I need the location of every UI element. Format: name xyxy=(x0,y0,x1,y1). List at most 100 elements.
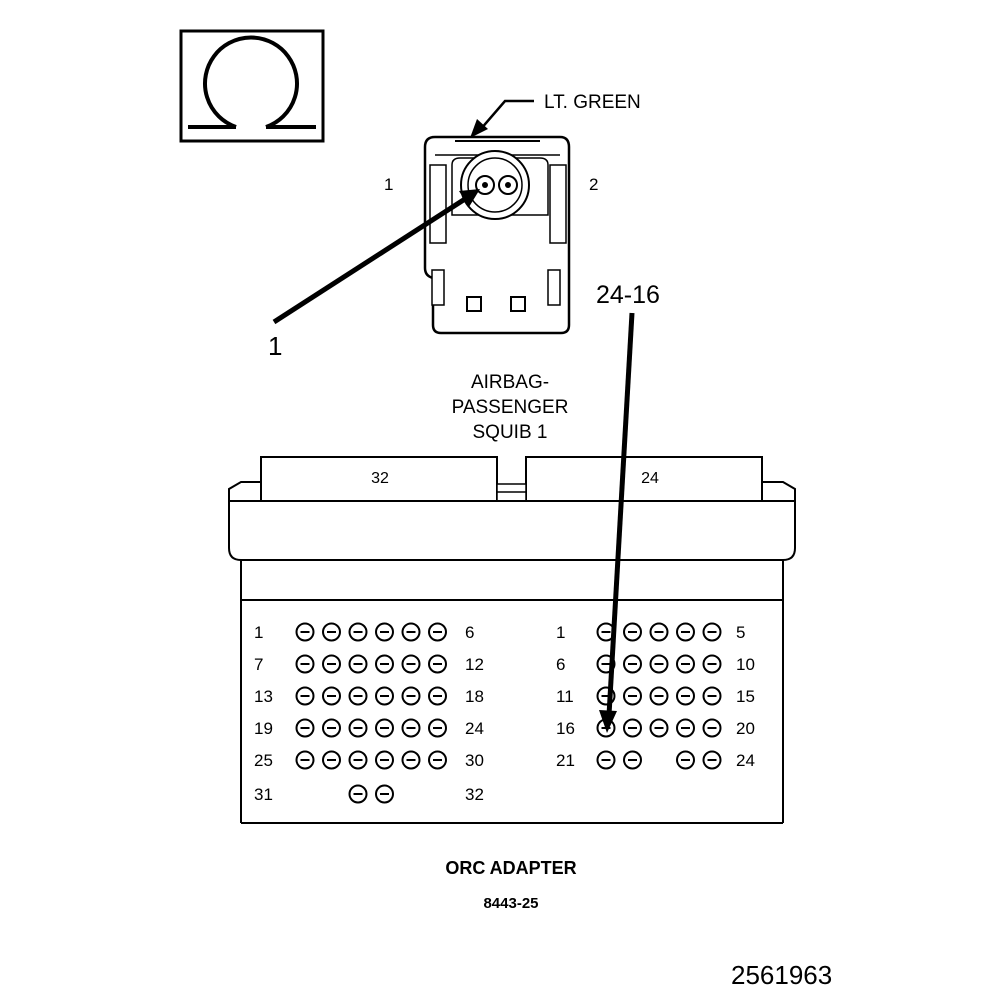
left-row-1-start: 1 xyxy=(254,623,263,642)
pin-terminal xyxy=(676,750,695,770)
pin-terminal xyxy=(322,750,341,770)
pin-terminal xyxy=(322,622,341,642)
probe-callout-label: 24-16 xyxy=(596,281,660,309)
pin-terminal xyxy=(623,622,642,642)
left-row-4-end: 24 xyxy=(465,719,484,738)
callout-1-label: 1 xyxy=(268,331,282,361)
pin-terminal xyxy=(428,622,447,642)
callout-1-arrowhead xyxy=(459,189,480,207)
pin-terminal xyxy=(676,718,695,738)
left-row-3-start: 13 xyxy=(254,687,273,706)
left-row-6-start: 31 xyxy=(254,785,273,804)
pin-terminal xyxy=(322,654,341,674)
pin-terminal xyxy=(649,622,669,642)
pin-terminal xyxy=(428,750,447,770)
pin-terminal xyxy=(375,654,394,674)
pin-terminal xyxy=(322,718,341,738)
pin-terminal xyxy=(322,686,341,706)
left-row-5-end: 30 xyxy=(465,751,484,770)
pin-terminal xyxy=(348,784,368,804)
pin-terminal xyxy=(295,622,315,642)
pin-terminal xyxy=(428,718,447,738)
color-label: LT. GREEN xyxy=(544,92,641,113)
pin-terminal xyxy=(348,654,368,674)
adapter-pins xyxy=(295,622,722,804)
pin-label-right: 2 xyxy=(589,175,598,194)
adapter-right-pin-block: 1 5 6 10 11 15 16 20 21 24 xyxy=(556,623,755,770)
pin-label-left: 1 xyxy=(384,175,393,194)
left-row-2-end: 12 xyxy=(465,655,484,674)
right-row-4-end: 20 xyxy=(736,719,755,738)
probe-arrow xyxy=(606,312,635,716)
right-row-5-end: 24 xyxy=(736,751,755,770)
right-row-3-start: 11 xyxy=(556,687,574,706)
pin-terminal xyxy=(295,686,315,706)
pin-terminal xyxy=(375,686,394,706)
pin-terminal xyxy=(676,686,695,706)
squib-name-line-2: PASSENGER xyxy=(452,397,569,418)
pin-terminal xyxy=(375,750,394,770)
pin-terminal xyxy=(375,718,394,738)
pin-terminal xyxy=(702,622,722,642)
pin-terminal xyxy=(295,654,315,674)
pin-terminal xyxy=(649,654,669,674)
pin-terminal xyxy=(348,622,368,642)
right-row-4-start: 16 xyxy=(556,719,575,738)
left-row-3-end: 18 xyxy=(465,687,484,706)
right-row-5-start: 21 xyxy=(556,751,575,770)
adapter-left-pin-block: 1 6 7 12 13 18 19 24 25 30 31 32 xyxy=(254,623,484,804)
pin-terminal xyxy=(702,686,722,706)
figure-id: 2561963 xyxy=(731,960,832,990)
right-row-1-start: 1 xyxy=(556,623,565,642)
pin-terminal xyxy=(702,750,722,770)
callout-1-arrow xyxy=(272,196,467,325)
right-row-1-end: 5 xyxy=(736,623,745,642)
pin-terminal xyxy=(295,750,315,770)
pin-terminal xyxy=(401,718,421,738)
adapter-header-left-label: 32 xyxy=(371,470,389,487)
squib-name-line-1: AIRBAG- xyxy=(471,372,549,393)
left-row-4-start: 19 xyxy=(254,719,273,738)
squib-connector xyxy=(423,135,571,335)
pin-terminal xyxy=(375,622,394,642)
left-row-2-start: 7 xyxy=(254,655,263,674)
ohm-symbol-icon xyxy=(179,29,325,143)
squib-name-line-3: SQUIB 1 xyxy=(473,422,548,443)
pin-terminal xyxy=(649,718,669,738)
pin-terminal xyxy=(623,750,642,770)
pin-terminal xyxy=(348,718,368,738)
adapter-part-number: 8443-25 xyxy=(483,895,538,912)
pin-terminal xyxy=(623,686,642,706)
pin-terminal xyxy=(348,750,368,770)
pin-terminal xyxy=(401,686,421,706)
pin-terminal xyxy=(295,718,315,738)
left-row-5-start: 25 xyxy=(254,751,273,770)
pin-terminal xyxy=(623,718,642,738)
pin-terminal xyxy=(401,654,421,674)
pin-terminal xyxy=(428,654,447,674)
pin-terminal xyxy=(401,750,421,770)
orc-adapter xyxy=(228,456,796,824)
right-row-3-end: 15 xyxy=(736,687,755,706)
pin-terminal xyxy=(702,718,722,738)
pin-terminal xyxy=(401,622,421,642)
probe-arrowhead xyxy=(599,710,617,733)
adapter-name: ORC ADAPTER xyxy=(445,858,576,878)
left-row-6-end: 32 xyxy=(465,785,484,804)
adapter-header-right-label: 24 xyxy=(641,470,659,487)
color-leader-arrowhead xyxy=(470,119,488,138)
right-row-2-end: 10 xyxy=(736,655,755,674)
left-row-1-end: 6 xyxy=(465,623,474,642)
pin-terminal xyxy=(676,622,695,642)
right-row-2-start: 6 xyxy=(556,655,565,674)
pin-terminal xyxy=(348,686,368,706)
pin-terminal xyxy=(702,654,722,674)
pin-terminal xyxy=(428,686,447,706)
pin-terminal xyxy=(375,784,394,804)
pin-terminal xyxy=(596,750,616,770)
pin-terminal xyxy=(676,654,695,674)
pin-terminal xyxy=(649,686,669,706)
color-leader-line xyxy=(479,99,534,131)
pin-terminal xyxy=(623,654,642,674)
